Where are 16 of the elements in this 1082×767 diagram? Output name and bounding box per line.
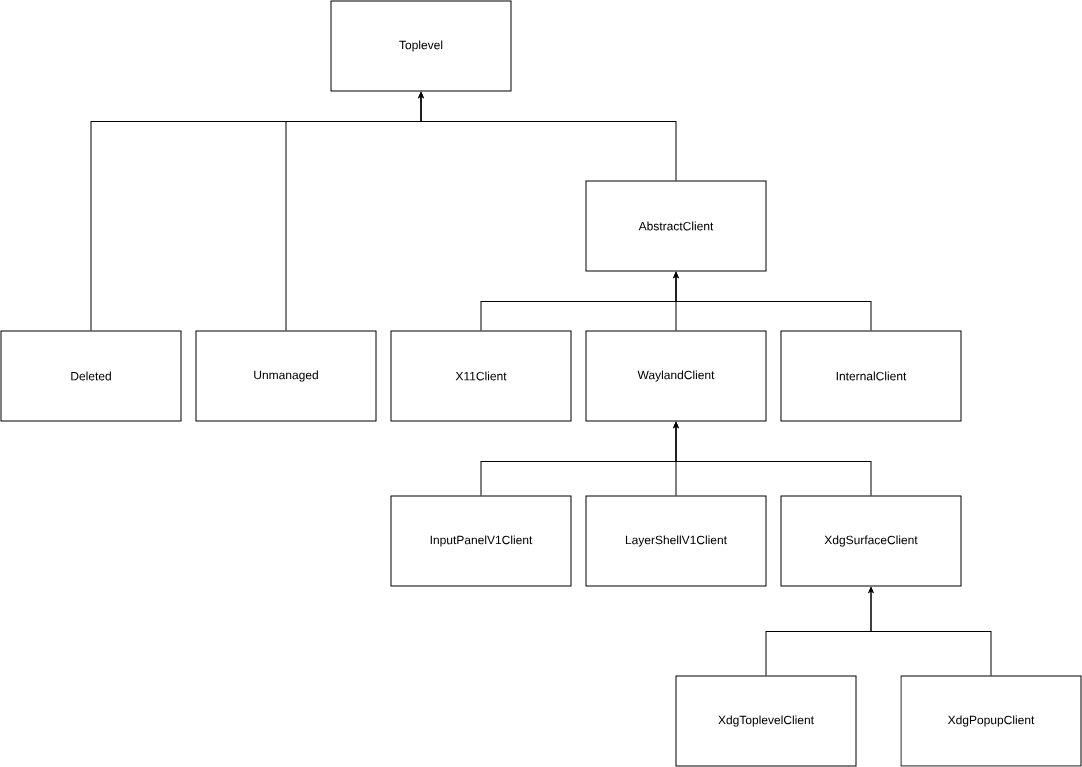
class-box: LayerShellV1Client (585, 495, 767, 587)
class-box: X11Client (390, 330, 572, 422)
class-box: Deleted (0, 330, 182, 422)
class-box: Toplevel (330, 0, 512, 92)
class-box: InternalClient (780, 330, 962, 422)
class-box: XdgPopupClient (900, 675, 1082, 767)
class-box: XdgToplevelClient (675, 675, 857, 767)
inheritance-arrow (673, 422, 872, 496)
inheritance-arrow (673, 272, 872, 331)
class-box: XdgSurfaceClient (780, 495, 962, 587)
class-box: Unmanaged (195, 330, 377, 422)
inheritance-arrow (418, 92, 677, 181)
class-box: AbstractClient (585, 180, 767, 272)
class-box: WaylandClient (585, 330, 767, 422)
class-box: InputPanelV1Client (390, 495, 572, 587)
inheritance-arrow (868, 587, 992, 676)
